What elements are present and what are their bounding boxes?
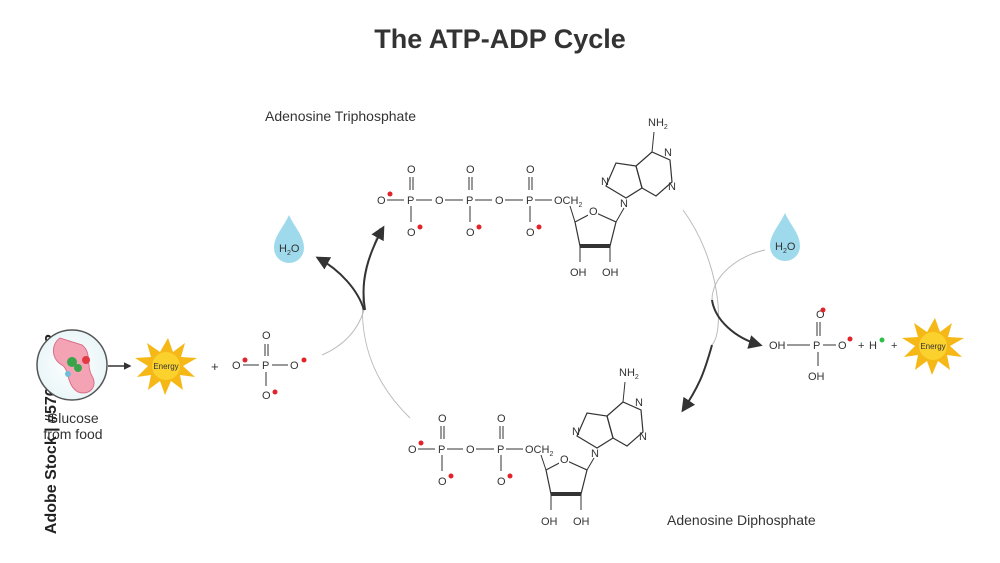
arrow-to-products xyxy=(711,299,763,349)
arc-phosphate-join xyxy=(321,309,365,356)
arrow-to-adp xyxy=(681,344,713,413)
svg-text:O: O xyxy=(290,360,299,372)
svg-text:O: O xyxy=(466,227,475,239)
water-drop-right: H2O xyxy=(770,213,800,261)
adp-molecule: O P O O O P O O OCH2 O OH OH N N N N NH2 xyxy=(408,367,647,528)
svg-text:O: O xyxy=(438,476,447,488)
svg-text:O: O xyxy=(407,227,416,239)
diagram-title: The ATP-ADP Cycle xyxy=(374,24,626,54)
plus-sign-left: + xyxy=(211,359,219,374)
glucose-label: Glucose from food xyxy=(43,410,103,442)
arrow-to-water-left xyxy=(315,256,365,311)
svg-text:O: O xyxy=(838,340,847,352)
svg-text:O: O xyxy=(262,390,271,402)
svg-text:P: P xyxy=(813,340,820,352)
svg-text:O: O xyxy=(495,195,504,207)
cycle-arc-right-faint xyxy=(682,209,719,346)
svg-text:Energy: Energy xyxy=(153,362,178,371)
arc-water-join xyxy=(711,249,766,301)
svg-text:N: N xyxy=(572,426,580,438)
phosphate-products-right: O P OH O OH + H + xyxy=(769,307,897,383)
adp-label: Adenosine Diphosphate xyxy=(667,512,816,528)
plus-sign-products-2: + xyxy=(891,340,897,352)
svg-text:P: P xyxy=(526,195,533,207)
svg-text:O: O xyxy=(560,454,569,466)
svg-text:H2O: H2O xyxy=(279,243,300,257)
svg-text:OH: OH xyxy=(570,267,587,279)
svg-text:OH: OH xyxy=(769,340,786,352)
svg-text:O: O xyxy=(438,413,447,425)
svg-text:P: P xyxy=(262,360,269,372)
svg-text:P: P xyxy=(497,444,504,456)
svg-text:O: O xyxy=(435,195,444,207)
svg-text:OCH2: OCH2 xyxy=(525,444,553,458)
svg-text:OH: OH xyxy=(573,516,590,528)
svg-text:P: P xyxy=(466,195,473,207)
svg-text:OH: OH xyxy=(808,371,825,383)
svg-text:N: N xyxy=(601,176,609,188)
svg-text:N: N xyxy=(668,181,676,193)
svg-text:N: N xyxy=(635,397,643,409)
svg-text:O: O xyxy=(526,164,535,176)
proton: H xyxy=(869,340,877,352)
arrow-to-atp xyxy=(362,225,385,311)
svg-text:P: P xyxy=(438,444,445,456)
svg-text:N: N xyxy=(639,431,647,443)
svg-text:O: O xyxy=(408,444,417,456)
svg-text:H2O: H2O xyxy=(775,241,796,255)
energy-sun-right: Energy xyxy=(902,318,964,375)
glucose-label-line1: Glucose xyxy=(47,410,99,426)
free-phosphate-left: O P O O O xyxy=(232,330,307,402)
svg-text:N: N xyxy=(620,198,628,210)
svg-text:NH2: NH2 xyxy=(619,367,639,381)
svg-text:NH2: NH2 xyxy=(648,117,668,131)
svg-text:O: O xyxy=(816,309,825,321)
atp-label: Adenosine Triphosphate xyxy=(265,108,416,124)
svg-text:O: O xyxy=(407,164,416,176)
glucose-label-line2: from food xyxy=(43,426,103,442)
svg-text:O: O xyxy=(466,164,475,176)
svg-text:O: O xyxy=(589,206,598,218)
atp-molecule: O P O O O P O O O P O O OCH2 O OH OH xyxy=(377,117,676,279)
svg-text:O: O xyxy=(497,413,506,425)
svg-text:P: P xyxy=(407,195,414,207)
svg-text:N: N xyxy=(664,147,672,159)
svg-text:O: O xyxy=(377,195,386,207)
plus-sign-products-1: + xyxy=(858,340,864,352)
svg-text:O: O xyxy=(262,330,271,342)
svg-text:OH: OH xyxy=(602,267,619,279)
svg-text:O: O xyxy=(497,476,506,488)
svg-text:O: O xyxy=(466,444,475,456)
glucose-food-icon xyxy=(36,329,108,401)
energy-sun-left: Energy xyxy=(135,338,197,395)
svg-text:N: N xyxy=(591,448,599,460)
svg-text:O: O xyxy=(526,227,535,239)
svg-text:OH: OH xyxy=(541,516,558,528)
svg-text:OCH2: OCH2 xyxy=(554,195,582,209)
svg-text:O: O xyxy=(232,360,241,372)
water-drop-left: H2O xyxy=(274,215,304,263)
svg-text:Energy: Energy xyxy=(920,342,945,351)
